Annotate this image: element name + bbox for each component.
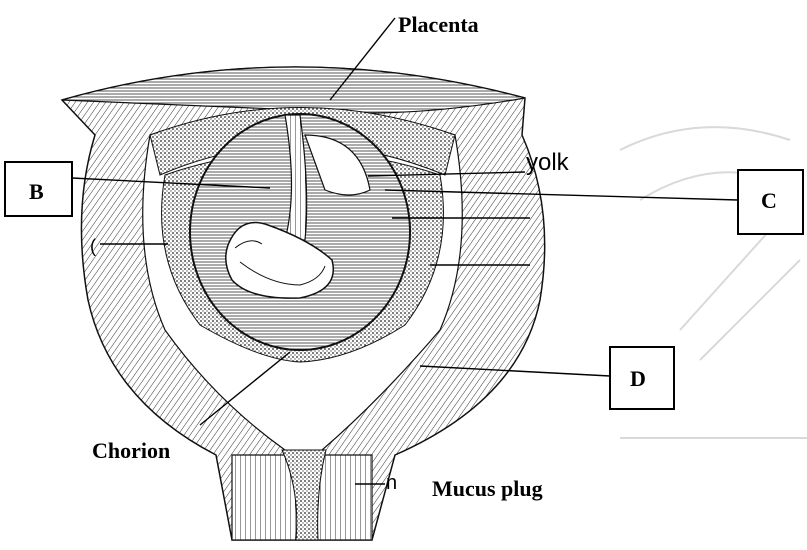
amniotic-cavity <box>190 114 410 350</box>
cervix <box>232 450 372 540</box>
box-b-label: B <box>29 179 44 204</box>
left-stray-mark: ( <box>90 236 96 256</box>
yolk-label: yolk <box>526 149 570 176</box>
box-c: C <box>738 170 803 234</box>
box-c-label: C <box>761 188 777 213</box>
mucus-stray-mark: n <box>386 472 397 494</box>
box-d-label: D <box>630 366 646 391</box>
box-d: D <box>610 347 674 409</box>
mucus-plug-label: Mucus plug <box>432 476 543 501</box>
box-b: B <box>5 162 72 216</box>
placenta-label: Placenta <box>398 12 479 37</box>
chorion-label: Chorion <box>92 438 170 463</box>
